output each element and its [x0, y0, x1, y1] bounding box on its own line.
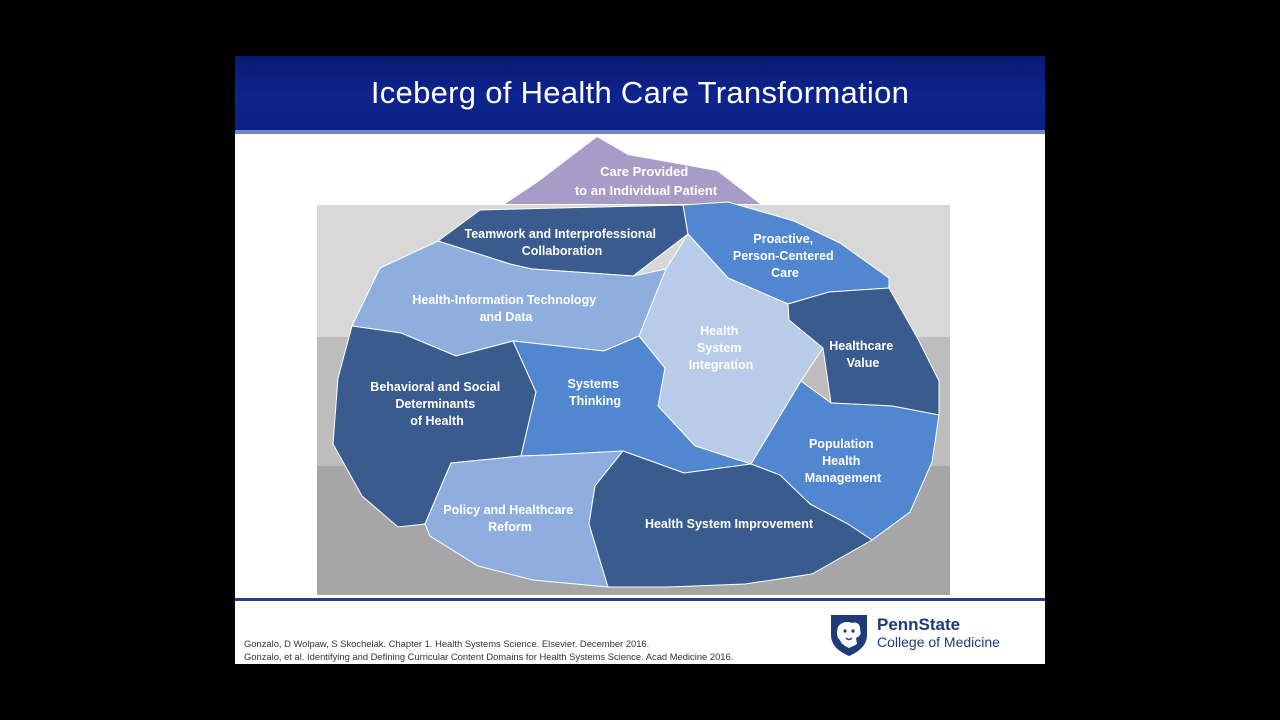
logo-name: PennState: [877, 615, 961, 634]
population-line1: Population: [809, 437, 874, 451]
footer-divider: [235, 598, 1045, 601]
region-tip: [505, 137, 760, 204]
population-line2: Health: [822, 454, 860, 468]
logo-subtitle: College of Medicine: [877, 634, 1000, 650]
tip-line2: to an Individual Patient: [575, 183, 718, 198]
value-line1: Healthcare: [829, 339, 893, 353]
behavioral-line2: Determinants: [395, 397, 475, 411]
proactive-line2: Person-Centered: [733, 249, 834, 263]
integration-line2: System: [697, 341, 741, 355]
improvement-label: Health System Improvement: [645, 517, 814, 531]
behavioral-line1: Behavioral and Social: [370, 380, 500, 394]
pennstate-logo: PennState College of Medicine: [829, 613, 1009, 661]
policy-label: Policy and Healthcare Reform: [443, 503, 576, 534]
behavioral-label: Behavioral and Social Determinants of He…: [370, 380, 503, 428]
slide: Iceberg of Health Care Transformation Ca…: [235, 56, 1045, 664]
policy-line1: Policy and Healthcare: [443, 503, 573, 517]
value-line2: Value: [847, 356, 880, 370]
systems-label: Systems Thinking: [568, 377, 623, 408]
hit-line2: and Data: [480, 310, 534, 324]
systems-line1: Systems: [568, 377, 619, 391]
slide-title: Iceberg of Health Care Transformation: [370, 75, 910, 110]
policy-line2: Reform: [488, 520, 532, 534]
shield-icon: [831, 615, 867, 656]
tip-label: Care Provided to an Individual Patient: [575, 164, 718, 198]
region-improvement: [588, 450, 873, 588]
teamwork-line2: Collaboration: [522, 244, 603, 258]
population-label: Population Health Management: [805, 437, 882, 485]
reference-2: Gonzalo, et al. Identifying and Defining…: [244, 651, 734, 662]
population-line3: Management: [805, 471, 882, 485]
systems-line2: Thinking: [569, 394, 621, 408]
hit-line1: Health-Information Technology: [412, 293, 596, 307]
integration-line3: Integration: [689, 358, 754, 372]
tip-line1: Care Provided: [600, 164, 688, 179]
proactive-line3: Care: [771, 266, 799, 280]
proactive-label: Proactive, Person-Centered Care: [733, 232, 837, 280]
value-label: Healthcare Value: [829, 339, 896, 370]
title-bar: Iceberg of Health Care Transformation: [235, 56, 1045, 134]
teamwork-label: Teamwork and Interprofessional Collabora…: [465, 227, 660, 258]
proactive-line1: Proactive,: [753, 232, 813, 246]
reference-1: Gonzalo, D Wolpaw, S Skochelak. Chapter …: [244, 638, 650, 649]
improvement-line1: Health System Improvement: [645, 517, 814, 531]
integration-line1: Health: [700, 324, 738, 338]
integration-label: Health System Integration: [689, 324, 754, 372]
behavioral-line3: of Health: [410, 414, 463, 428]
teamwork-line1: Teamwork and Interprofessional: [465, 227, 656, 241]
references: Gonzalo, D Wolpaw, S Skochelak. Chapter …: [244, 637, 733, 663]
hit-label: Health-Information Technology and Data: [412, 293, 599, 324]
iceberg-diagram: Care Provided to an Individual Patient T…: [317, 137, 950, 595]
